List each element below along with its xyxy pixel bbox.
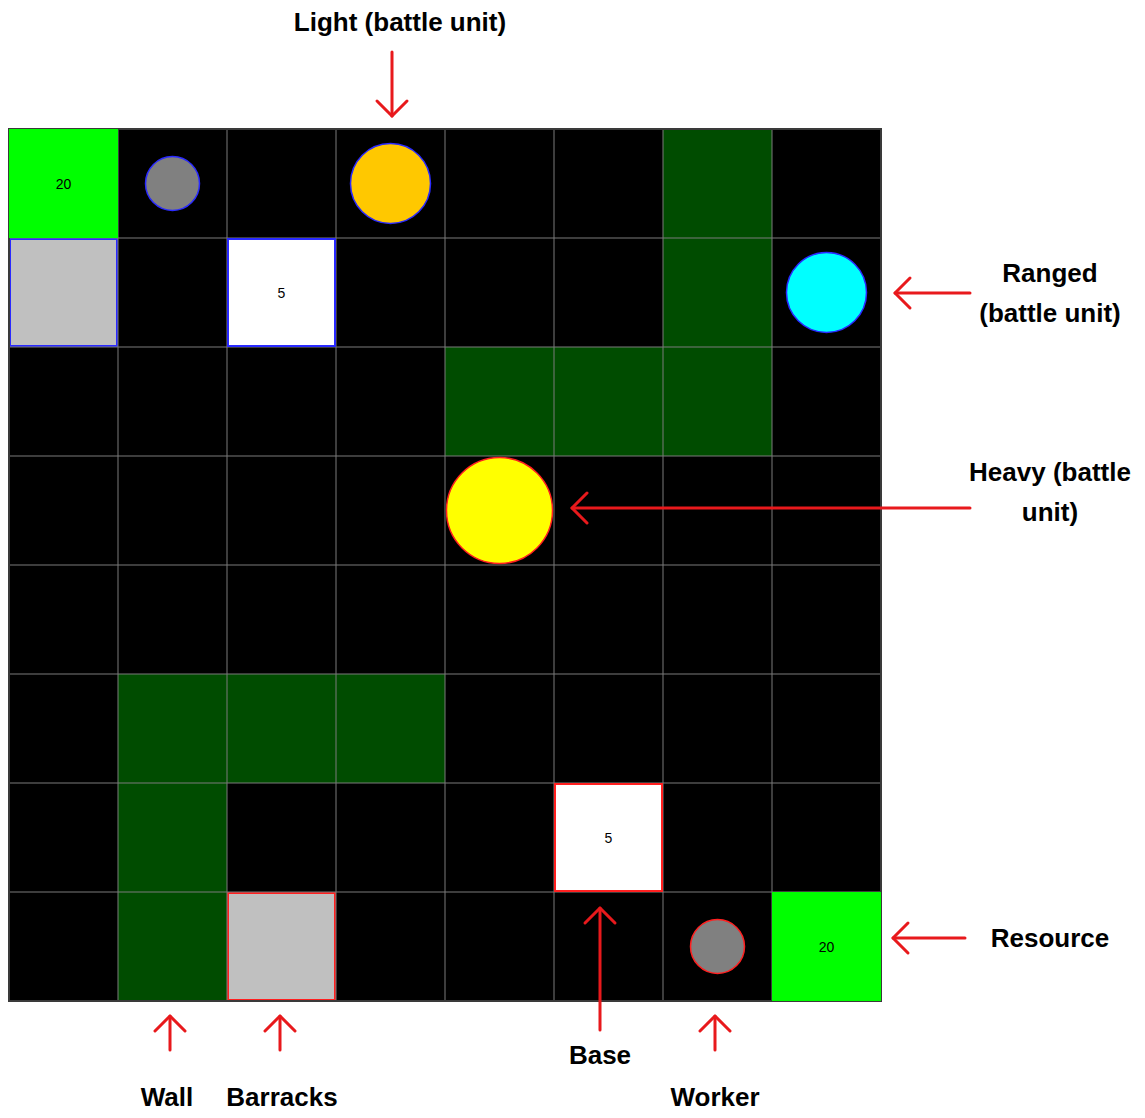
arrow-head [585, 908, 615, 923]
grid-line [9, 565, 881, 566]
arrow-head [572, 493, 587, 523]
arrow-shaft [169, 1016, 172, 1050]
worker-red [691, 920, 745, 974]
grid-line [9, 347, 881, 348]
barracks-blue [10, 239, 117, 346]
arrow-head [265, 1016, 295, 1031]
arrow-shaft [599, 908, 602, 1030]
arrow-shaft [895, 292, 970, 295]
wall-cell [445, 347, 554, 456]
resource-cell: 20 [9, 129, 118, 238]
wall-cell [118, 783, 227, 892]
arrow-shaft [572, 507, 970, 510]
board-ground [9, 129, 881, 1001]
callout-label: Resource [960, 918, 1140, 958]
worker-blue [146, 157, 200, 211]
grid-line [9, 456, 881, 457]
grid-lines [9, 129, 881, 1001]
callout-label: Barracks [217, 1080, 347, 1114]
wall-cell [336, 674, 445, 783]
cell-count: 5 [605, 830, 613, 846]
grid-line [9, 783, 881, 784]
ranged-unit [787, 253, 867, 333]
wall-cell [554, 347, 663, 456]
cell-count: 20 [819, 939, 835, 955]
callout-label: Wall [117, 1080, 217, 1114]
wall-cell [663, 238, 772, 347]
heavy-unit [447, 458, 553, 564]
callout-label: Base [550, 1038, 650, 1072]
base-cell: 5 [227, 238, 336, 347]
light-unit [351, 144, 431, 224]
arrow-head [895, 278, 910, 308]
arrow-head [377, 101, 407, 116]
arrow-head [700, 1016, 730, 1031]
callout-label: Ranged (battle unit) [960, 253, 1140, 333]
arrow-head [893, 923, 908, 953]
arrow-shaft [714, 1016, 717, 1050]
wall-cell [663, 347, 772, 456]
callout-label: Worker [655, 1080, 775, 1114]
grid-line [9, 892, 881, 893]
grid-line [9, 674, 881, 675]
wall-cell [118, 892, 227, 1001]
arrow-shaft [391, 52, 394, 116]
arrow-shaft [893, 937, 965, 940]
grid-line [9, 238, 881, 239]
barracks-red [228, 893, 335, 1000]
board-border [9, 129, 881, 1001]
arrow-shaft [279, 1016, 282, 1050]
cell-count: 20 [56, 176, 72, 192]
wall-cell [663, 129, 772, 238]
wall-cell [118, 674, 227, 783]
arrow-head [155, 1016, 185, 1031]
callout-label: Light (battle unit) [250, 6, 550, 38]
wall-cell [227, 674, 336, 783]
callout-arrows [155, 52, 970, 1050]
cell-count: 5 [278, 285, 286, 301]
resource-cell: 20 [772, 892, 881, 1001]
callout-label: Heavy (battle unit) [960, 452, 1140, 532]
base-cell: 5 [554, 783, 663, 892]
